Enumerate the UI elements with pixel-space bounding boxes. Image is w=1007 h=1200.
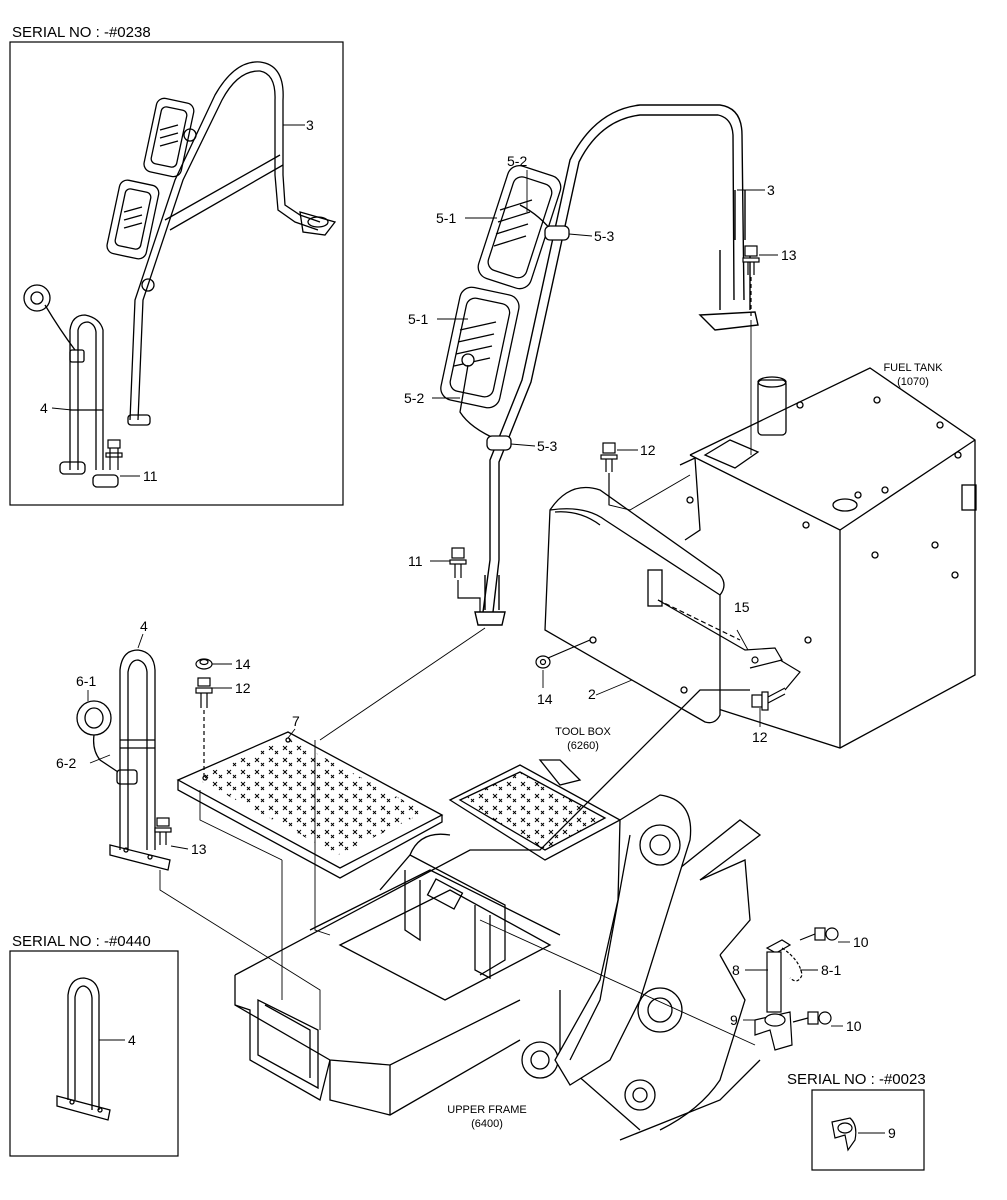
bolt-12-left xyxy=(195,677,213,780)
serial-caption-0238: SERIAL NO : -#0238 xyxy=(12,24,151,41)
inset-serial-0238: SERIAL NO : -#0238 xyxy=(9,24,344,506)
callout-6-2: 6-2 xyxy=(56,755,76,771)
inset-tl-leaders xyxy=(51,124,305,477)
callout-12-top: 12 xyxy=(640,442,656,458)
inset-border xyxy=(811,1089,925,1171)
fuel-tank-name: FUEL TANK xyxy=(883,362,943,374)
callout-3-inset: 3 xyxy=(306,117,314,133)
callout-12-box: 12 xyxy=(752,729,768,745)
callout-4: 4 xyxy=(140,618,148,634)
fuel-tank xyxy=(679,367,977,749)
mirror-lower xyxy=(440,286,520,441)
inset-serial-0440: SERIAL NO : -#0440 4 xyxy=(9,933,179,1157)
callout-3: 3 xyxy=(767,182,775,198)
callout-8-1: 8-1 xyxy=(821,962,841,978)
inset-bolt-11 xyxy=(105,439,123,470)
callout-13-left: 13 xyxy=(191,841,207,857)
tool-box-number: (6260) xyxy=(567,740,599,752)
inset-border xyxy=(9,41,344,506)
assembly-lines xyxy=(159,320,756,1046)
fuel-tank-label: FUEL TANK (1070) xyxy=(883,362,943,388)
reflector-6-1 xyxy=(76,700,119,773)
callout-14-left: 14 xyxy=(235,656,251,672)
handrail-3 xyxy=(474,104,759,626)
clamp-5-3-top xyxy=(544,225,570,241)
clamp-5-3-bottom xyxy=(486,435,512,451)
callout-14-box: 14 xyxy=(537,691,553,707)
callout-4-inset-bl: 4 xyxy=(128,1032,136,1048)
inset-handrail-4-alt xyxy=(56,977,111,1121)
handrail-4 xyxy=(109,649,171,871)
tool-box-label: TOOL BOX (6260) xyxy=(555,726,611,752)
callout-7: 7 xyxy=(292,713,300,729)
callout-15: 15 xyxy=(734,599,750,615)
callout-10-top: 10 xyxy=(853,934,869,950)
callout-5-2-top: 5-2 xyxy=(507,153,527,169)
serial-caption-0440: SERIAL NO : -#0440 xyxy=(12,933,151,950)
inset-bracket-9 xyxy=(831,1117,857,1152)
bolt-13-left xyxy=(154,817,172,845)
callout-5-1-bottom: 5-1 xyxy=(408,311,428,327)
callout-11-inset: 11 xyxy=(143,468,158,484)
callout-10-bottom: 10 xyxy=(846,1018,862,1034)
callout-5-2-bottom: 5-2 xyxy=(404,390,424,406)
callout-12-left: 12 xyxy=(235,680,251,696)
inset-border xyxy=(9,950,179,1157)
callout-11: 11 xyxy=(408,553,423,569)
leader-lines xyxy=(87,170,850,1027)
callout-9: 9 xyxy=(730,1012,738,1028)
upper-frame-number: (6400) xyxy=(471,1118,503,1130)
bracket-15 xyxy=(657,599,783,669)
upper-frame-name: UPPER FRAME xyxy=(447,1104,526,1116)
tool-box-name: TOOL BOX xyxy=(555,726,611,738)
nut-14-left xyxy=(195,658,213,670)
callout-5-1-top: 5-1 xyxy=(436,210,456,226)
bolt-13-top xyxy=(742,245,760,318)
callout-9-inset-br: 9 xyxy=(888,1125,896,1141)
nut-14-box xyxy=(535,639,591,669)
callout-5-3-top: 5-3 xyxy=(594,228,614,244)
callout-6-1: 6-1 xyxy=(76,673,96,689)
bolt-12-box xyxy=(751,659,801,711)
tool-box-cover xyxy=(544,486,725,724)
inset-serial-0023: SERIAL NO : -#0023 9 xyxy=(787,1071,926,1171)
callout-2: 2 xyxy=(588,686,596,702)
inset-handrail-4 xyxy=(23,284,119,488)
serial-caption-0023: SERIAL NO : -#0023 xyxy=(787,1071,926,1088)
callout-4-inset: 4 xyxy=(40,400,48,416)
bolt-11 xyxy=(449,547,481,612)
inset-handrail-3 xyxy=(127,61,337,426)
callout-8: 8 xyxy=(732,962,740,978)
upper-frame-label: UPPER FRAME (6400) xyxy=(447,1104,526,1130)
boom-bracket xyxy=(554,794,692,1086)
step-plate-7 xyxy=(176,731,444,879)
callout-13-top: 13 xyxy=(781,247,797,263)
inset-mirrors xyxy=(106,97,197,292)
fuel-tank-number: (1070) xyxy=(897,376,929,388)
pin-assembly xyxy=(754,927,839,1051)
main-callouts: 3 5-2 5-1 5-3 13 5-1 5-2 5-3 12 11 15 14… xyxy=(56,153,869,1034)
callout-5-3-bottom: 5-3 xyxy=(537,438,557,454)
